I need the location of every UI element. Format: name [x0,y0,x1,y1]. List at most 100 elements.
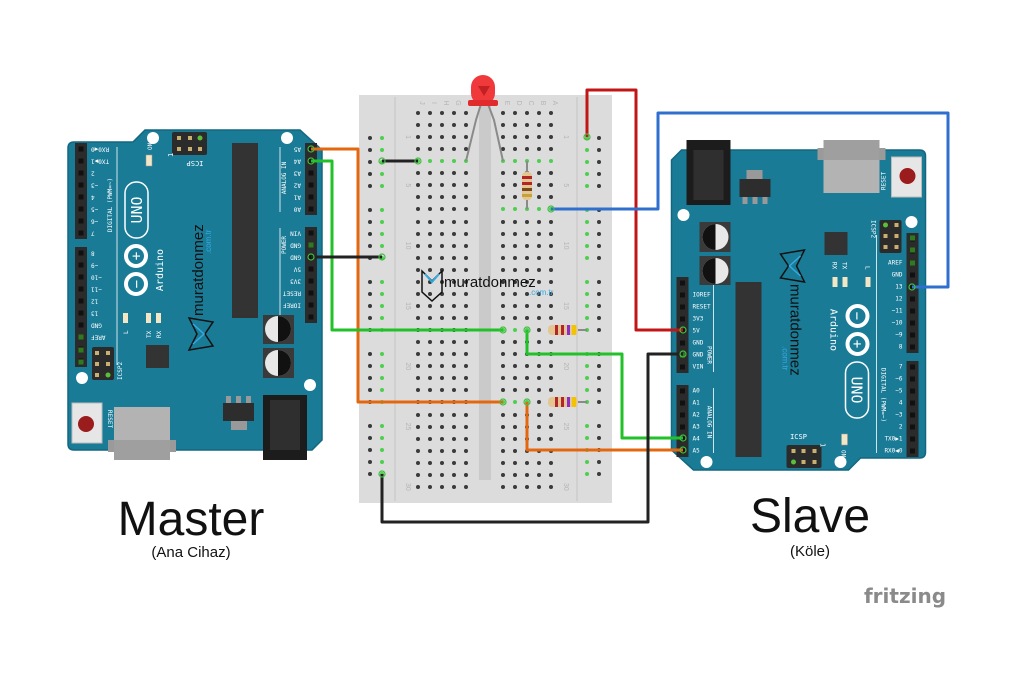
breadboard-hole[interactable] [368,304,372,308]
breadboard-hole[interactable] [452,147,456,151]
header-pin[interactable] [910,308,915,314]
breadboard-hole[interactable] [513,268,517,272]
breadboard-hole[interactable] [537,135,541,139]
header-pin[interactable] [910,376,915,382]
breadboard-hole[interactable] [368,436,372,440]
breadboard-hole[interactable] [416,437,420,441]
breadboard-hole[interactable] [585,220,589,224]
breadboard-hole[interactable] [513,280,517,284]
breadboard-hole[interactable] [537,316,541,320]
header-pin[interactable] [680,388,685,394]
breadboard-hole[interactable] [464,473,468,477]
breadboard-hole[interactable] [464,485,468,489]
breadboard-hole[interactable] [549,413,553,417]
breadboard-hole[interactable] [428,183,432,187]
breadboard-hole[interactable] [585,376,589,380]
breadboard-hole[interactable] [597,172,601,176]
breadboard-hole[interactable] [585,256,589,260]
breadboard-hole[interactable] [452,388,456,392]
breadboard-hole[interactable] [537,364,541,368]
breadboard-hole[interactable] [428,195,432,199]
breadboard-hole[interactable] [525,135,529,139]
breadboard-hole[interactable] [440,123,444,127]
breadboard-hole[interactable] [452,195,456,199]
breadboard-hole[interactable] [464,244,468,248]
breadboard-hole[interactable] [440,340,444,344]
header-pin[interactable] [78,322,84,328]
breadboard-hole[interactable] [428,244,432,248]
breadboard-hole[interactable] [464,111,468,115]
breadboard-hole[interactable] [428,461,432,465]
breadboard-hole[interactable] [416,316,420,320]
breadboard-hole[interactable] [549,316,553,320]
breadboard-hole[interactable] [525,256,529,260]
breadboard-hole[interactable] [597,232,601,236]
breadboard-hole[interactable] [537,280,541,284]
header-pin[interactable] [910,320,915,326]
breadboard-hole[interactable] [416,485,420,489]
breadboard-hole[interactable] [501,256,505,260]
breadboard-hole[interactable] [585,184,589,188]
breadboard-hole[interactable] [597,436,601,440]
breadboard-hole[interactable] [368,280,372,284]
breadboard-hole[interactable] [537,425,541,429]
breadboard-hole[interactable] [597,148,601,152]
breadboard-hole[interactable] [428,364,432,368]
breadboard-hole[interactable] [464,195,468,199]
breadboard-hole[interactable] [597,328,601,332]
header-pin[interactable] [308,278,314,284]
header-pin[interactable] [680,316,685,322]
breadboard-hole[interactable] [513,244,517,248]
breadboard-hole[interactable] [549,388,553,392]
breadboard-hole[interactable] [464,304,468,308]
breadboard-hole[interactable] [440,220,444,224]
breadboard-hole[interactable] [537,485,541,489]
breadboard-hole[interactable] [380,388,384,392]
breadboard-hole[interactable] [416,413,420,417]
breadboard-hole[interactable] [513,135,517,139]
breadboard-hole[interactable] [597,316,601,320]
breadboard-hole[interactable] [440,388,444,392]
breadboard-hole[interactable] [585,424,589,428]
breadboard-hole[interactable] [464,388,468,392]
breadboard-hole[interactable] [525,461,529,465]
breadboard-hole[interactable] [464,352,468,356]
breadboard-hole[interactable] [549,244,553,248]
breadboard-hole[interactable] [525,280,529,284]
breadboard-hole[interactable] [428,292,432,296]
breadboard-hole[interactable] [428,413,432,417]
header-pin[interactable] [680,412,685,418]
breadboard-hole[interactable] [452,461,456,465]
breadboard-hole[interactable] [513,473,517,477]
breadboard-hole[interactable] [464,376,468,380]
breadboard-hole[interactable] [525,292,529,296]
breadboard-hole[interactable] [513,232,517,236]
breadboard-hole[interactable] [549,461,553,465]
breadboard-hole[interactable] [464,292,468,296]
breadboard-hole[interactable] [380,184,384,188]
breadboard-hole[interactable] [380,436,384,440]
breadboard-hole[interactable] [501,388,505,392]
breadboard-hole[interactable] [368,208,372,212]
breadboard-hole[interactable] [537,220,541,224]
breadboard-hole[interactable] [440,171,444,175]
breadboard-hole[interactable] [585,160,589,164]
breadboard-hole[interactable] [452,485,456,489]
header-pin[interactable] [308,170,314,176]
breadboard-hole[interactable] [428,256,432,260]
breadboard-hole[interactable] [537,413,541,417]
wire-scl-slave[interactable] [525,402,683,452]
breadboard-hole[interactable] [525,111,529,115]
breadboard-hole[interactable] [452,111,456,115]
breadboard-hole[interactable] [440,437,444,441]
breadboard-hole[interactable] [428,268,432,272]
breadboard-hole[interactable] [501,413,505,417]
breadboard-hole[interactable] [464,171,468,175]
breadboard-hole[interactable] [428,147,432,151]
breadboard-hole[interactable] [513,256,517,260]
breadboard-hole[interactable] [537,461,541,465]
breadboard-hole[interactable] [452,304,456,308]
breadboard-hole[interactable] [368,220,372,224]
breadboard-hole[interactable] [416,183,420,187]
breadboard-hole[interactable] [416,352,420,356]
